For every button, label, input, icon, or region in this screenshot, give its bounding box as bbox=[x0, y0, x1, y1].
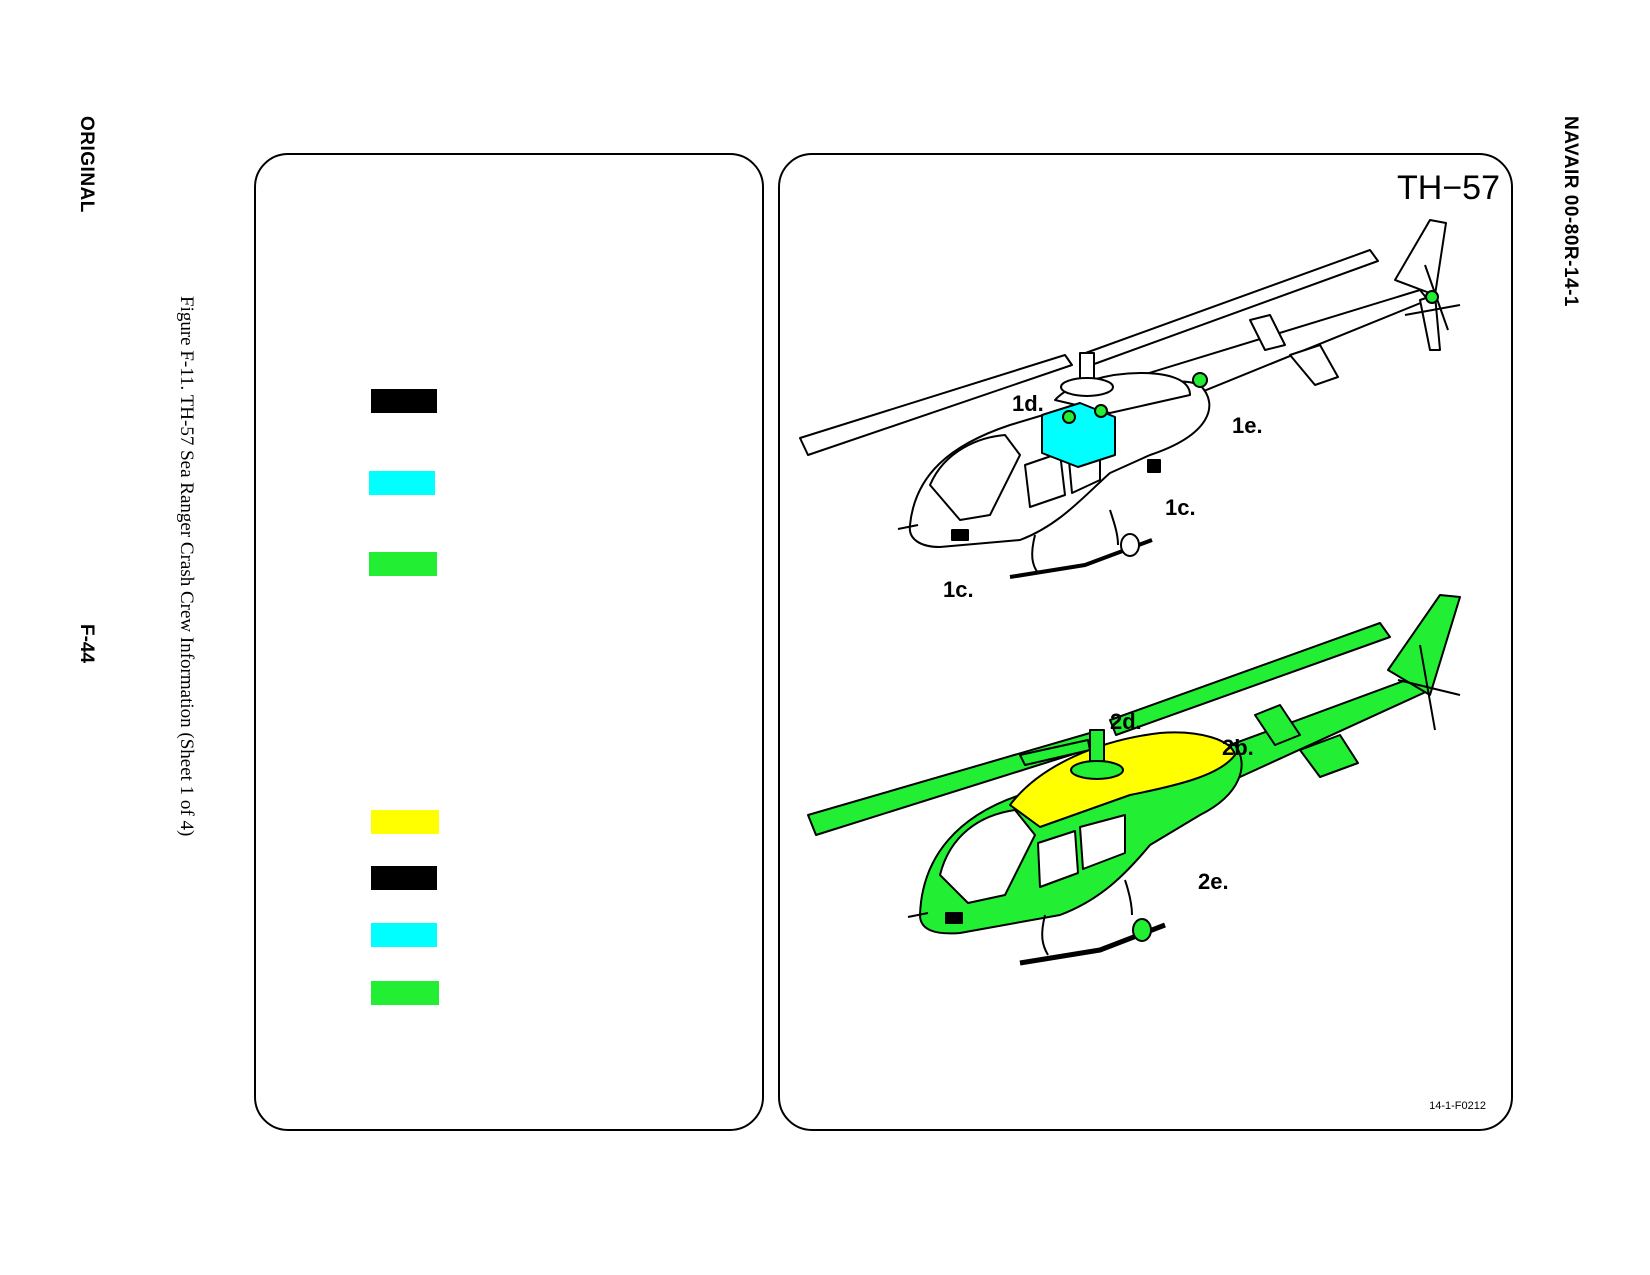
lower-door-window-2 bbox=[1079, 814, 1126, 870]
lower-rotor-blade-right bbox=[1109, 622, 1391, 736]
upper-black-marking-rear bbox=[1147, 459, 1161, 473]
upper-rotor-hub bbox=[1060, 377, 1114, 397]
upper-skid-wheel bbox=[1120, 533, 1140, 557]
upper-skid-rear bbox=[1109, 509, 1119, 546]
lower-tail-rotor-b bbox=[1397, 679, 1461, 696]
callout-2d: 2d. bbox=[1110, 709, 1142, 734]
document-id: NAVAIR 00-80R-14-1 bbox=[1560, 116, 1581, 307]
upper-door-window bbox=[1024, 452, 1066, 508]
figure-code: 14-1-F0212 bbox=[1429, 1100, 1486, 1112]
lower-skid-wheel bbox=[1132, 918, 1152, 942]
callout-1c-front: 1c. bbox=[943, 577, 974, 602]
model-title: TH−57 bbox=[1397, 169, 1500, 207]
upper-green-marker-3 bbox=[1192, 372, 1208, 388]
lower-elevator bbox=[1299, 734, 1359, 778]
lower-nose-antenna bbox=[907, 912, 929, 918]
lower-rotor-hub bbox=[1070, 760, 1124, 780]
upper-stabilizer bbox=[1249, 314, 1286, 351]
legend-panel bbox=[254, 153, 764, 1131]
legend-swatch-green-2 bbox=[371, 981, 439, 1005]
original-label: ORIGINAL bbox=[76, 116, 97, 213]
lower-skid-front bbox=[1041, 914, 1049, 956]
lower-skid-rear bbox=[1124, 879, 1133, 916]
legend-swatch-cyan bbox=[369, 471, 435, 495]
upper-rotor-blade-left bbox=[799, 354, 1073, 456]
callout-1d: 1d. bbox=[1012, 391, 1044, 416]
legend-swatch-black-2 bbox=[371, 866, 437, 890]
callout-1c-rear: 1c. bbox=[1165, 495, 1196, 520]
upper-tail-rotor-b bbox=[1404, 304, 1461, 316]
callout-1e: 1e. bbox=[1232, 413, 1263, 438]
upper-tail-fin bbox=[1394, 219, 1447, 296]
upper-canopy bbox=[929, 434, 1021, 521]
page-number: F-44 bbox=[76, 624, 97, 664]
lower-black-marking-front bbox=[945, 912, 963, 924]
upper-black-marking-front bbox=[951, 529, 969, 541]
lower-door-window bbox=[1037, 830, 1079, 888]
lower-yellow-cowl bbox=[1009, 731, 1236, 828]
upper-green-marker-4 bbox=[1425, 290, 1439, 304]
diagram-panel: TH−57 bbox=[778, 153, 1513, 1131]
figure-caption: Figure F-11. TH-57 Sea Ranger Crash Crew… bbox=[176, 296, 197, 837]
upper-nose-antenna bbox=[897, 524, 919, 530]
upper-elevator bbox=[1289, 344, 1339, 386]
legend-swatch-black bbox=[371, 389, 437, 413]
lower-tail-fin bbox=[1387, 594, 1461, 696]
helicopter-lower bbox=[807, 594, 1461, 966]
upper-skid-front bbox=[1031, 534, 1039, 574]
legend-swatch-yellow bbox=[371, 810, 439, 834]
upper-cyan-marking bbox=[1041, 402, 1116, 468]
lower-canopy bbox=[939, 809, 1036, 904]
lower-stabilizer bbox=[1254, 704, 1301, 746]
legend-swatch-cyan-2 bbox=[371, 923, 437, 947]
upper-green-marker-1 bbox=[1062, 410, 1076, 424]
legend-swatch-green bbox=[369, 552, 437, 576]
callout-2b: 2b. bbox=[1222, 735, 1254, 760]
helicopter-upper bbox=[799, 219, 1461, 579]
callout-2e: 2e. bbox=[1198, 869, 1229, 894]
aircraft-diagram: TH−57 bbox=[799, 169, 1500, 1112]
upper-green-marker-2 bbox=[1094, 404, 1108, 418]
